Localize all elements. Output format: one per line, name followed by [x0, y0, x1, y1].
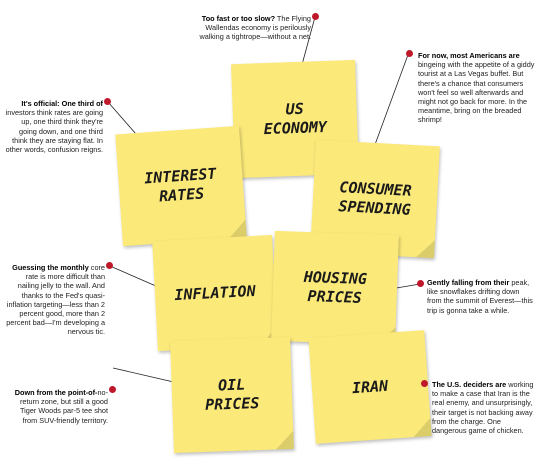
- marker-dot: [312, 13, 319, 20]
- annotation-inflation: Guessing the monthly core rate is more d…: [4, 263, 105, 337]
- annotation-us-economy: Too fast or too slow? The Flying Wallend…: [196, 14, 311, 42]
- annotation-body: no-return zone, but still a good Tiger W…: [19, 388, 108, 425]
- sticky-note-iran: IRAN: [308, 330, 432, 444]
- annotation-body: core rate is more difficult than nailing…: [6, 263, 105, 337]
- marker-dot: [104, 98, 111, 105]
- annotation-body: investors think rates are going up, one …: [5, 108, 103, 155]
- marker-dot: [421, 380, 428, 387]
- annotation-consumer-spending: For now, most Americans are bingeing wit…: [418, 51, 536, 125]
- marker-dot: [417, 280, 424, 287]
- note-text: OIL PRICES: [204, 375, 260, 414]
- marker-dot: [106, 262, 113, 269]
- annotation-housing-prices: Gently falling from their peak, like sno…: [427, 278, 535, 315]
- annotation-lead: Too fast or too slow?: [201, 14, 276, 23]
- annotation-interest-rates: It's official: One third of investors th…: [4, 99, 103, 154]
- sticky-note-oil-prices: OIL PRICES: [170, 336, 294, 454]
- note-text: CONSUMER SPENDING: [337, 178, 413, 219]
- annotation-body: peak, like snowflakes drifting down from…: [427, 278, 533, 315]
- annotation-iran: The U.S. deciders are working to make a …: [432, 380, 536, 435]
- annotation-lead: Guessing the monthly: [12, 263, 89, 272]
- marker-dot: [406, 50, 413, 57]
- annotation-lead: Down from the point-of-: [14, 388, 98, 397]
- annotation-lead: For now, most Americans are: [418, 51, 520, 60]
- marker-dot: [109, 386, 116, 393]
- annotation-lead: Gently falling from their: [427, 278, 510, 287]
- annotation-lead: It's official: One third of: [21, 99, 103, 108]
- annotation-body: working to make a case that Iran is the …: [432, 380, 534, 436]
- note-text: HOUSING PRICES: [303, 267, 368, 307]
- sticky-note-inflation: INFLATION: [152, 234, 278, 352]
- note-text: INTEREST RATES: [143, 164, 217, 206]
- annotation-lead: The U.S. deciders are: [432, 380, 507, 389]
- note-text: IRAN: [351, 376, 389, 397]
- sticky-note-housing-prices: HOUSING PRICES: [271, 230, 399, 346]
- sticky-note-interest-rates: INTEREST RATES: [115, 125, 247, 247]
- annotation-oil-prices: Down from the point-of-no-return zone, b…: [4, 388, 108, 425]
- annotation-body: bingeing with the appetite of a giddy to…: [418, 60, 535, 125]
- annotation-body: The Flying Wallendas economy is perilous…: [199, 14, 311, 42]
- note-text: US ECONOMY: [263, 99, 328, 139]
- note-text: INFLATION: [173, 281, 257, 304]
